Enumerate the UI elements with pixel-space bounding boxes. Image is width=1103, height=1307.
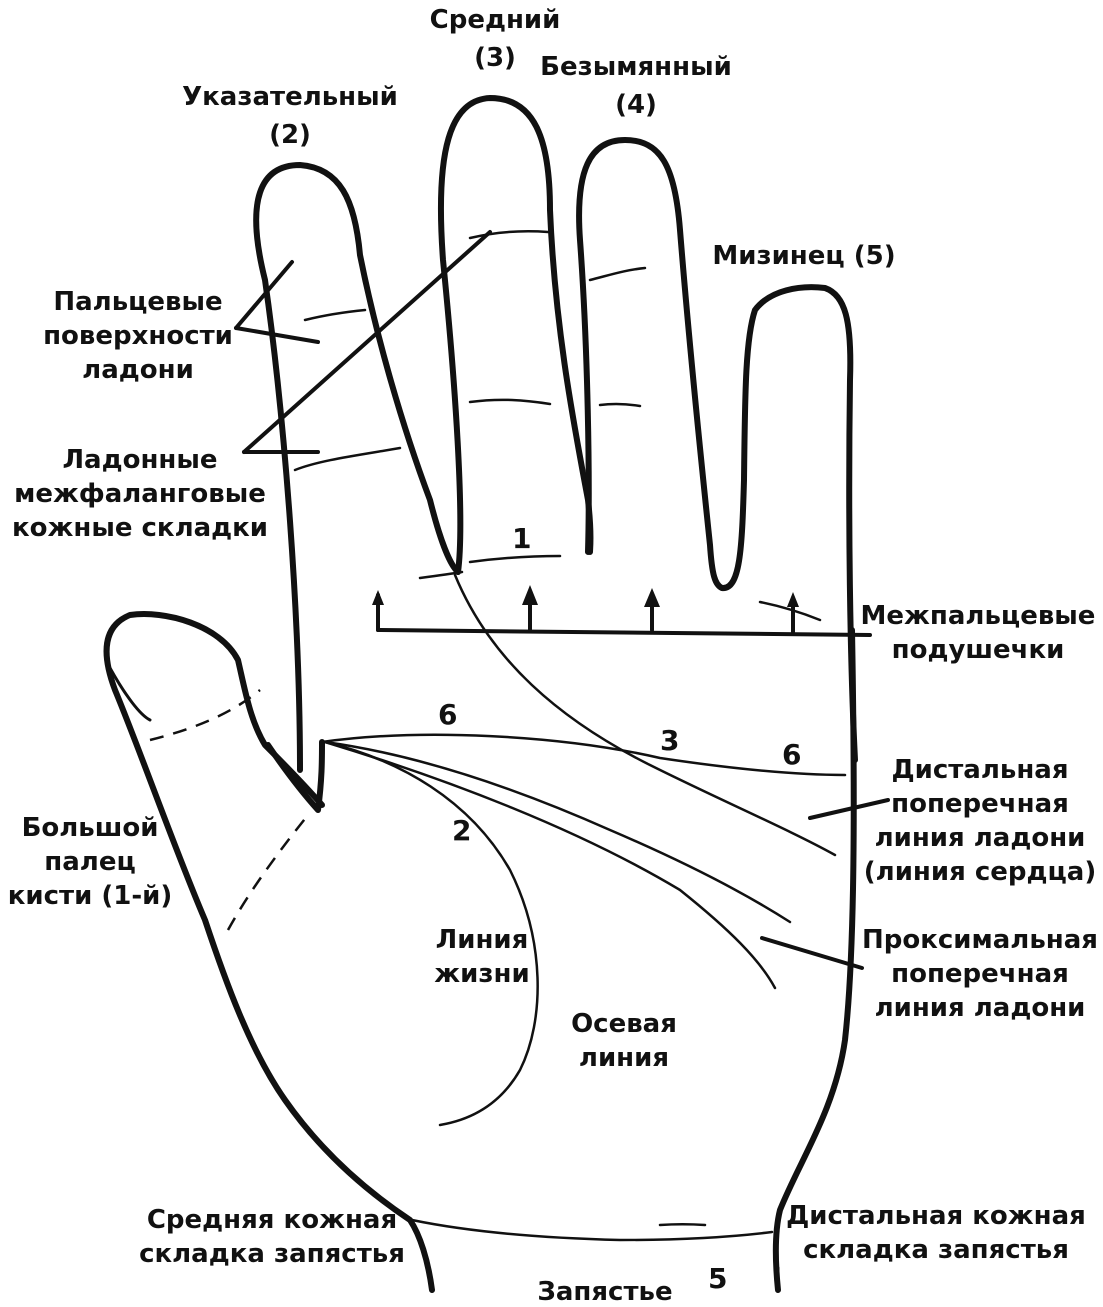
label-proximal-transverse-1: Проксимальная (862, 925, 1098, 955)
little-finger-outline (722, 287, 855, 760)
proximal-line-2 (325, 742, 775, 988)
proximal-line (325, 742, 790, 922)
label-middle-finger: Средний (430, 5, 561, 35)
diagonal-line-3 (455, 575, 835, 855)
leader-distal (810, 800, 888, 818)
leader-digital-2 (236, 328, 318, 342)
pad-arrow-2 (522, 585, 538, 605)
index-crease-upper (305, 310, 365, 320)
number-wrist5: 5 (708, 1262, 727, 1295)
label-wrist: Запястье (537, 1277, 672, 1307)
pad-arrow-4 (787, 592, 799, 607)
ring-crease-upper (590, 268, 645, 280)
label-interdigital-pads-2: подушечки (892, 635, 1065, 665)
number-heart6a: 6 (438, 698, 457, 731)
label-ring-finger: Безымянный (540, 52, 732, 82)
middle-finger-outline (441, 98, 591, 572)
label-distal-transverse-3: линия ладони (875, 823, 1086, 853)
label-distal-transverse-1: Дистальная (891, 755, 1068, 785)
label-digital-surfaces-3: ладони (82, 355, 194, 385)
number-pad1: 1 (512, 522, 531, 555)
label-middle-finger-num: (3) (474, 43, 516, 73)
label-distal-wrist-2: складка запястья (803, 1235, 1069, 1265)
label-middle-wrist-1: Средняя кожная (147, 1205, 397, 1235)
thumb-outline (107, 614, 432, 1290)
label-interphalangeal-2: межфаланговые (14, 479, 266, 509)
distal-wrist-crease (660, 1224, 705, 1225)
thumb-crease-upper (150, 690, 260, 740)
ring-crease-lower (600, 404, 640, 406)
label-axial-line-1: Осевая (571, 1009, 677, 1039)
leader-proximal (762, 938, 862, 968)
label-index-finger: Указательный (182, 82, 398, 112)
label-little-finger: Мизинец (5) (712, 241, 895, 271)
middle-ring-gap (579, 140, 722, 588)
label-life-line-2: жизни (434, 959, 529, 989)
label-thumb-2: палец (44, 847, 135, 877)
label-digital-surfaces-2: поверхности (43, 321, 233, 351)
label-middle-wrist-2: складка запястья (139, 1239, 405, 1269)
number-crease2: 2 (452, 814, 471, 847)
base-crease-middle (470, 556, 560, 562)
label-thumb-1: Большой (22, 813, 159, 843)
middle-crease-lower (470, 400, 550, 404)
label-thumb-3: кисти (1-й) (8, 881, 172, 911)
thumb-crease-lower (228, 815, 308, 930)
pads-baseline (378, 630, 870, 635)
number-heart6b: 6 (782, 738, 801, 771)
label-axial-line-2: линия (579, 1043, 669, 1073)
label-proximal-transverse-3: линия ладони (875, 993, 1086, 1023)
label-index-finger-num: (2) (269, 120, 311, 150)
label-distal-transverse-2: поперечная (891, 789, 1069, 819)
label-proximal-transverse-2: поперечная (891, 959, 1069, 989)
pad-arrow-3 (644, 588, 660, 607)
label-interphalangeal-1: Ладонные (62, 445, 217, 475)
label-ring-finger-num: (4) (615, 90, 657, 120)
label-distal-wrist-1: Дистальная кожная (786, 1201, 1086, 1231)
label-life-line-1: Линия (436, 925, 529, 955)
label-interphalangeal-3: кожные складки (12, 513, 268, 543)
label-interdigital-pads-1: Межпальцевые (861, 601, 1096, 631)
pad-arrow-1 (372, 590, 384, 605)
label-digital-surfaces-1: Пальцевые (53, 287, 222, 317)
middle-wrist-crease (412, 1220, 772, 1240)
label-distal-transverse-4: (линия сердца) (864, 857, 1096, 887)
number-crease3: 3 (660, 724, 679, 757)
index-finger-outline (256, 165, 458, 770)
